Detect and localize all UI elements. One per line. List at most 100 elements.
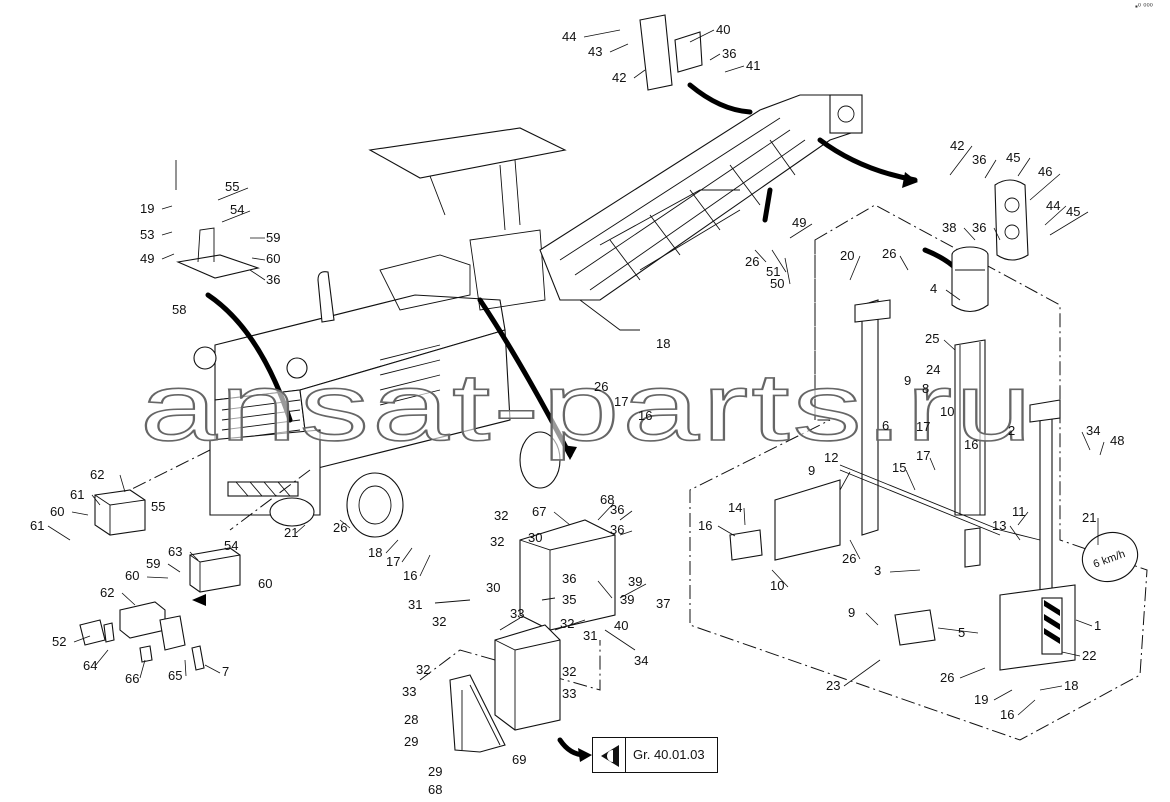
callout: 33 — [402, 684, 416, 699]
callout: 22 — [1082, 648, 1096, 663]
lamp-housing-parts — [79, 160, 260, 671]
callout: 49 — [140, 251, 154, 266]
callout: 38 — [942, 220, 956, 235]
callout: 42 — [950, 138, 964, 153]
callout: 63 — [168, 544, 182, 559]
callout: 24 — [926, 362, 940, 377]
callout: 48 — [1110, 433, 1124, 448]
callout: 54 — [230, 202, 244, 217]
callout: 9 — [848, 605, 855, 620]
callout: 68 — [428, 782, 442, 797]
callout: 41 — [746, 58, 760, 73]
callout: 10 — [940, 404, 954, 419]
callout: 42 — [612, 70, 626, 85]
callout: 17 — [614, 394, 628, 409]
callout: 7 — [222, 664, 229, 679]
callout: 32 — [490, 534, 504, 549]
callout: 60 — [50, 504, 64, 519]
callout: 26 — [940, 670, 954, 685]
callout: 25 — [925, 331, 939, 346]
callout: 18 — [368, 545, 382, 560]
callout: 50 — [770, 276, 784, 291]
callout: 51 — [766, 264, 780, 279]
callout: 45 — [1066, 204, 1080, 219]
callout: 36 — [610, 522, 624, 537]
callout: 31 — [583, 628, 597, 643]
callout: 43 — [588, 44, 602, 59]
callout: 65 — [168, 668, 182, 683]
callout: 35 — [562, 592, 576, 607]
bracket-assembly-parts — [434, 519, 636, 753]
callout: 30 — [528, 530, 542, 545]
callout: 26 — [333, 520, 347, 535]
callout: 14 — [728, 500, 742, 515]
callout: 18 — [656, 336, 670, 351]
conveyor-boom-drawing — [539, 94, 863, 331]
callout: 32 — [560, 616, 574, 631]
milling-machine-drawing — [193, 127, 567, 538]
callout: 45 — [1006, 150, 1020, 165]
callout: 58 — [172, 302, 186, 317]
callout: 9 — [904, 373, 911, 388]
callout: 32 — [416, 662, 430, 677]
callout: 23 — [826, 678, 840, 693]
callout: 31 — [408, 597, 422, 612]
callout: 55 — [151, 499, 165, 514]
callout: 5 — [958, 625, 965, 640]
callout: 8 — [922, 381, 929, 396]
callout: 29 — [404, 734, 418, 749]
callout: 19 — [140, 201, 154, 216]
callout: 4 — [930, 281, 937, 296]
callout-labels: 19 55 54 53 59 49 60 36 58 44 43 42 40 3… — [30, 22, 1124, 797]
callout: 40 — [614, 618, 628, 633]
callout: 6 — [882, 418, 889, 433]
callout: 36 — [972, 152, 986, 167]
callout: 36 — [722, 46, 736, 61]
callout: 62 — [90, 467, 104, 482]
callout: 67 — [532, 504, 546, 519]
callout: 9 — [808, 463, 815, 478]
levelling-system-parts — [639, 14, 1139, 671]
callout: 33 — [562, 686, 576, 701]
callout: 36 — [266, 272, 280, 287]
callout: 17 — [916, 448, 930, 463]
callout: 16 — [403, 568, 417, 583]
group-reference-label: Gr. 40.01.03 — [633, 747, 705, 762]
group-reference-box[interactable]: Gr. 40.01.03 — [592, 737, 718, 773]
callout: 16 — [964, 437, 978, 452]
callout: 59 — [146, 556, 160, 571]
callout: 61 — [70, 487, 84, 502]
callout: 60 — [266, 251, 280, 266]
callout: 59 — [266, 230, 280, 245]
callout: 18 — [1064, 678, 1078, 693]
callout: 60 — [258, 576, 272, 591]
callout: 66 — [125, 671, 139, 686]
callout: 3 — [874, 563, 881, 578]
callout: 34 — [634, 653, 648, 668]
corner-mark: ▪⁰ ⁰⁰⁰ — [1135, 2, 1153, 11]
callout: 26 — [594, 379, 608, 394]
callout: 32 — [562, 664, 576, 679]
callout: 26 — [842, 551, 856, 566]
callout: 44 — [562, 29, 576, 44]
callout: 68 — [600, 492, 614, 507]
callout: 29 — [428, 764, 442, 779]
callout: 54 — [224, 538, 238, 553]
callout: 10 — [770, 578, 784, 593]
callout: 32 — [432, 614, 446, 629]
callout: 40 — [716, 22, 730, 37]
callout: 39 — [628, 574, 642, 589]
callout: 36 — [562, 571, 576, 586]
band-arrowhead — [578, 748, 592, 762]
callout: 13 — [992, 518, 1006, 533]
callout: 64 — [83, 658, 97, 673]
callout: 36 — [972, 220, 986, 235]
callout: 55 — [225, 179, 239, 194]
callout: 1 — [1094, 618, 1101, 633]
callout: 60 — [125, 568, 139, 583]
callout: 26 — [882, 246, 896, 261]
band-arrowhead — [902, 172, 918, 188]
callout: 26 — [745, 254, 759, 269]
callout: 20 — [840, 248, 854, 263]
